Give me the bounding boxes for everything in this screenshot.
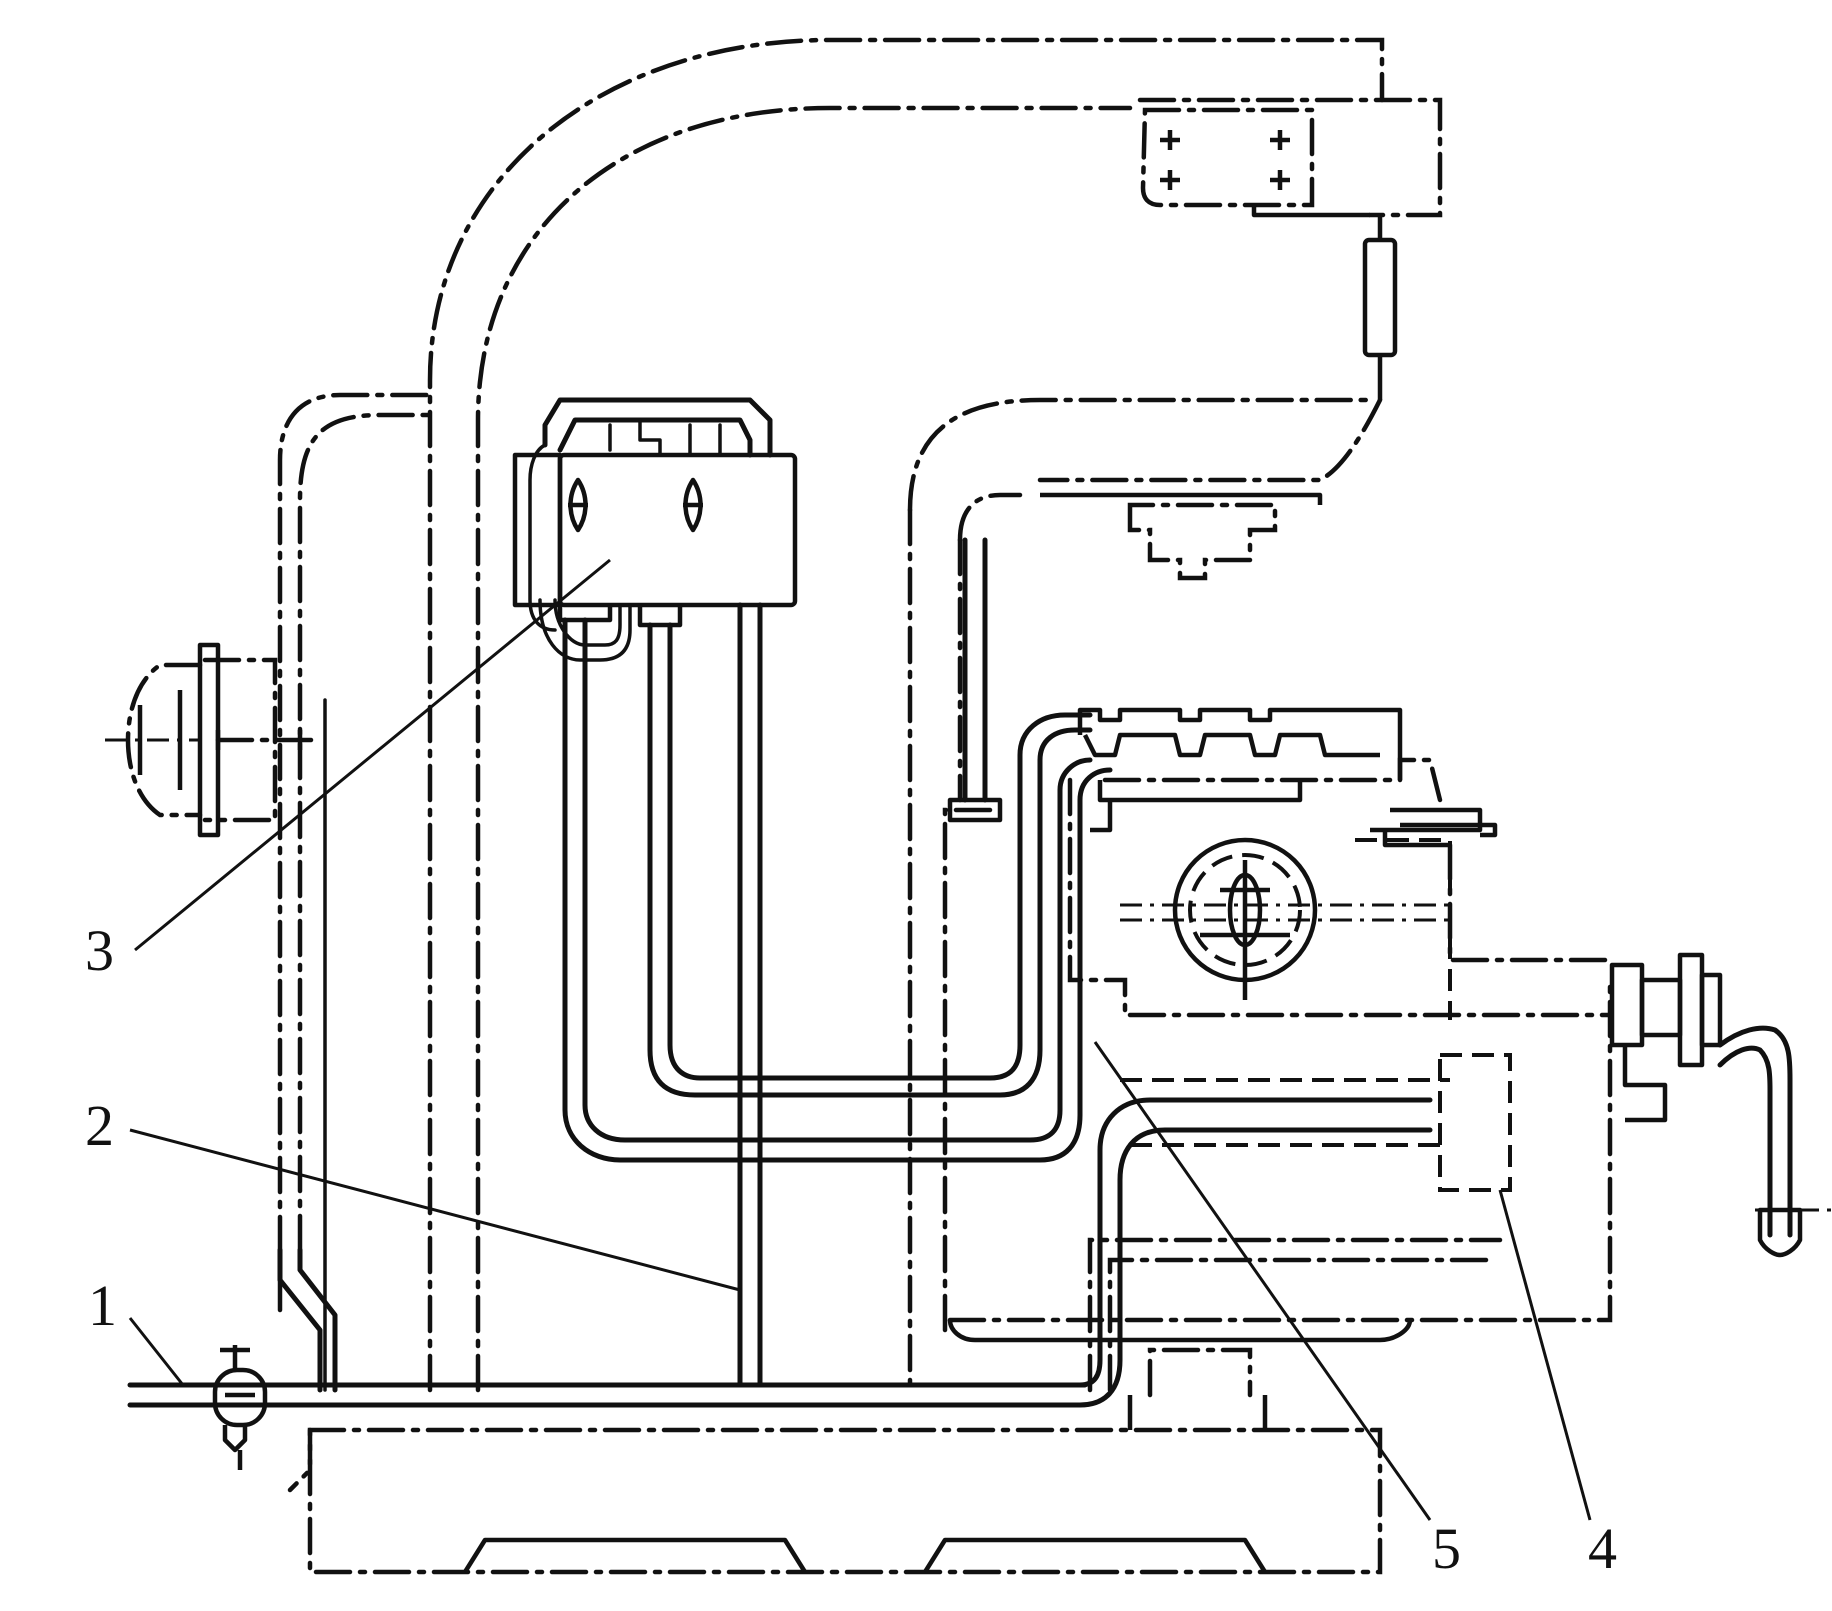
table-t-slots <box>1077 707 1403 780</box>
valve <box>212 1345 268 1470</box>
motor-unit <box>105 642 323 838</box>
head-bolt-marks <box>1160 130 1290 190</box>
label-2: 2 <box>85 1093 114 1158</box>
oil-pipes <box>127 443 1512 1408</box>
machine-frame <box>105 37 1832 1575</box>
leader-1 <box>128 1317 185 1386</box>
handwheel <box>1120 837 1450 1000</box>
label-4: 4 <box>1588 1516 1617 1581</box>
right-coupling <box>1609 952 1832 1258</box>
leader-2 <box>129 1128 741 1292</box>
pump-distributor <box>512 397 798 628</box>
label-1: 1 <box>88 1273 117 1338</box>
rod-element <box>1362 237 1398 358</box>
callout-labels: 1 2 3 5 4 <box>85 918 1617 1581</box>
label-5: 5 <box>1432 1516 1461 1581</box>
leader-lines <box>128 558 1592 1521</box>
leader-4 <box>1498 1189 1592 1521</box>
leader-5 <box>1093 1041 1432 1521</box>
label-3: 3 <box>85 918 114 983</box>
leader-3 <box>134 558 611 952</box>
